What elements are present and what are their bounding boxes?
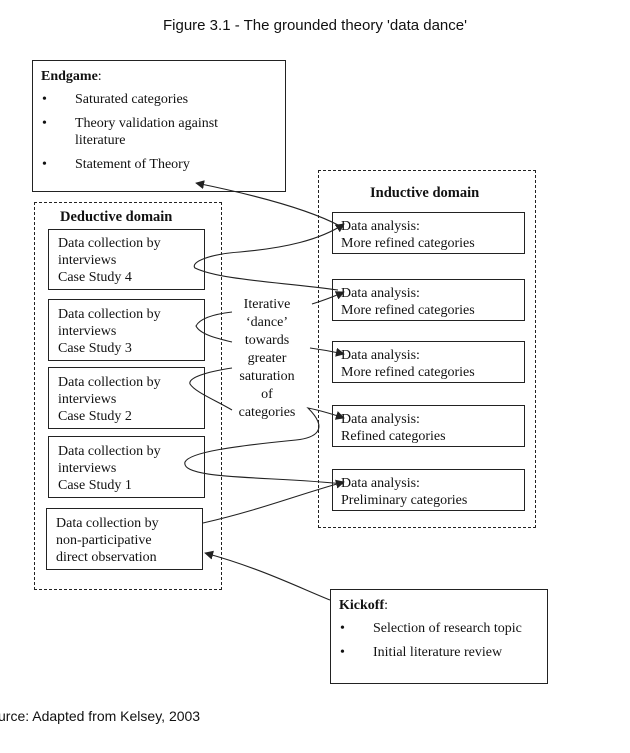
- box-line: Preliminary categories: [341, 493, 468, 508]
- box-line: interviews: [58, 392, 117, 407]
- kickoff-list: Selection of research topic Initial lite…: [339, 620, 539, 661]
- kickoff-heading: Kickoff:: [339, 598, 388, 613]
- connector-refined2-to-cs4: [193, 223, 345, 291]
- center-line: towards: [244, 333, 290, 348]
- box-line: More refined categories: [341, 365, 475, 380]
- deductive-domain: [34, 202, 222, 590]
- inductive-box-5: Data analysis: Preliminary categories: [332, 469, 525, 511]
- source-note: urce: Adapted from Kelsey, 2003: [0, 708, 201, 724]
- kickoff-box: Kickoff: Selection of research topic Ini…: [330, 589, 548, 684]
- endgame-item: Statement of Theory: [41, 156, 277, 173]
- connector-cs2-to-refined3: [309, 347, 345, 357]
- connector-to-refined2: [311, 291, 345, 305]
- connector-preliminary-to-cs1: [184, 439, 345, 485]
- box-line: Data collection by: [58, 307, 161, 322]
- figure-title: Figure 3.1 - The grounded theory 'data d…: [163, 17, 467, 34]
- box-line: Case Study 4: [58, 270, 132, 285]
- box-line: Case Study 2: [58, 409, 132, 424]
- connector-cs3-to-refined2: [195, 311, 233, 343]
- box-line: Data analysis:: [341, 286, 420, 301]
- connector-refined1-to-endgame: [195, 180, 341, 227]
- inductive-box-2: Data analysis: More refined categories: [332, 279, 525, 321]
- box-line: More refined categories: [341, 303, 475, 318]
- box-line: non-participative: [56, 533, 152, 548]
- box-line: Data analysis:: [341, 476, 420, 491]
- kickoff-title: Kickoff: [339, 598, 385, 613]
- box-line: Data collection by: [58, 375, 161, 390]
- box-line: Case Study 1: [58, 478, 132, 493]
- box-line: More refined categories: [341, 236, 475, 251]
- inductive-box-4: Data analysis: Refined categories: [332, 405, 525, 447]
- endgame-box: Endgame: Saturated categories Theory val…: [32, 60, 286, 192]
- inductive-domain-title: Inductive domain: [370, 185, 480, 201]
- endgame-heading: Endgame:: [41, 69, 102, 84]
- deductive-box-case-study-1: Data collection by interviews Case Study…: [48, 436, 205, 498]
- box-line: Data collection by: [58, 236, 161, 251]
- box-line: interviews: [58, 324, 117, 339]
- connector-observation-to-preliminary: [202, 479, 345, 524]
- box-line: direct observation: [56, 550, 157, 565]
- inductive-box-1: Data analysis: More refined categories: [332, 212, 525, 254]
- center-line: of: [261, 387, 273, 402]
- center-line: saturation: [239, 369, 295, 384]
- deductive-domain-title: Deductive domain: [60, 209, 173, 225]
- box-line: Refined categories: [341, 429, 446, 444]
- deductive-box-case-study-4: Data collection by interviews Case Study…: [48, 229, 205, 290]
- center-line: categories: [238, 405, 296, 420]
- box-line: Case Study 3: [58, 341, 132, 356]
- kickoff-item: Selection of research topic: [339, 620, 539, 637]
- center-line: greater: [247, 351, 287, 366]
- box-line: Data collection by: [58, 444, 161, 459]
- connector-refined-to-cs2: [189, 367, 233, 411]
- box-line: Data analysis:: [341, 348, 420, 363]
- box-line: interviews: [58, 253, 117, 268]
- endgame-title: Endgame: [41, 69, 98, 84]
- box-line: Data analysis:: [341, 219, 420, 234]
- endgame-item: Saturated categories: [41, 91, 277, 108]
- center-line: Iterative: [243, 297, 291, 312]
- deductive-box-case-study-3: Data collection by interviews Case Study…: [48, 299, 205, 361]
- box-line: interviews: [58, 461, 117, 476]
- center-line: ‘dance’: [246, 315, 288, 330]
- inductive-box-3: Data analysis: More refined categories: [332, 341, 525, 383]
- kickoff-item: Initial literature review: [339, 644, 539, 661]
- endgame-list: Saturated categories Theory validation a…: [41, 91, 277, 173]
- iterative-dance-label: Iterative ‘dance’ towards greater satura…: [232, 296, 302, 422]
- deductive-box-case-study-2: Data collection by interviews Case Study…: [48, 367, 205, 429]
- endgame-item: Theory validation against literature: [41, 115, 277, 149]
- box-line: Data analysis:: [341, 412, 420, 427]
- deductive-box-observation: Data collection by non-participative dir…: [46, 508, 203, 570]
- connector-cs1-to-refined: [295, 407, 345, 441]
- connector-kickoff-to-observation: [204, 550, 331, 601]
- box-line: Data collection by: [56, 516, 159, 531]
